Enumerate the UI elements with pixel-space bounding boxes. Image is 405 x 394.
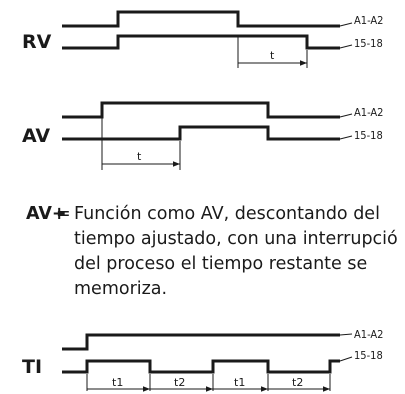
av-t-label: t — [137, 150, 142, 163]
rv-a1a2-label: A1-A2 — [354, 14, 383, 27]
ti-t2-label-2: t2 — [292, 376, 303, 389]
av-1518-wave — [62, 125, 340, 141]
ti-1518-wave — [62, 359, 340, 374]
rv-1518-wave — [62, 34, 340, 50]
rv-diagram: RV A1-A2 15-18 t — [22, 10, 383, 68]
av-plus-line-2: tiempo ajustado, con una interrupció — [74, 229, 398, 249]
av-plus-line-4: memoriza. — [74, 279, 168, 299]
ti-diagram: A1-A2 TI 15-18 t1 t2 t1 t2 — [22, 328, 383, 392]
ti-1518-leader — [339, 356, 353, 362]
av-plus-line-3: del proceso el tiempo restante se — [74, 254, 368, 274]
ti-t2-label-1: t2 — [174, 376, 185, 389]
rv-t-label: t — [270, 49, 275, 62]
ti-1518-label: 15-18 — [354, 349, 383, 362]
av-plus-equals: = — [56, 204, 71, 224]
av-a1a2-label: A1-A2 — [354, 106, 383, 119]
ti-label: TI — [22, 356, 42, 378]
av-diagram: A1-A2 AV 15-18 t — [22, 101, 383, 170]
av-1518-label: 15-18 — [354, 129, 383, 142]
ti-t1-label-2: t1 — [234, 376, 245, 389]
ti-a1a2-wave — [62, 333, 340, 351]
rv-label: RV — [22, 31, 52, 53]
rv-a1a2-wave — [62, 10, 340, 28]
av-a1a2-leader — [339, 113, 353, 118]
rv-1518-leader — [339, 44, 353, 49]
rv-1518-label: 15-18 — [354, 37, 383, 50]
av-plus-label: AV+ — [26, 204, 67, 224]
ti-a1a2-leader — [339, 333, 353, 336]
av-plus-line-1: Función como AV, descontando del — [74, 204, 380, 224]
av-1518-leader — [339, 135, 353, 140]
rv-a1a2-leader — [339, 22, 353, 27]
av-a1a2-wave — [62, 101, 340, 119]
av-plus-description: AV+=Función como AV, descontando del tie… — [26, 202, 401, 302]
ti-t1-label-1: t1 — [112, 376, 123, 389]
av-label: AV — [22, 125, 50, 147]
ti-a1a2-label: A1-A2 — [354, 328, 383, 341]
